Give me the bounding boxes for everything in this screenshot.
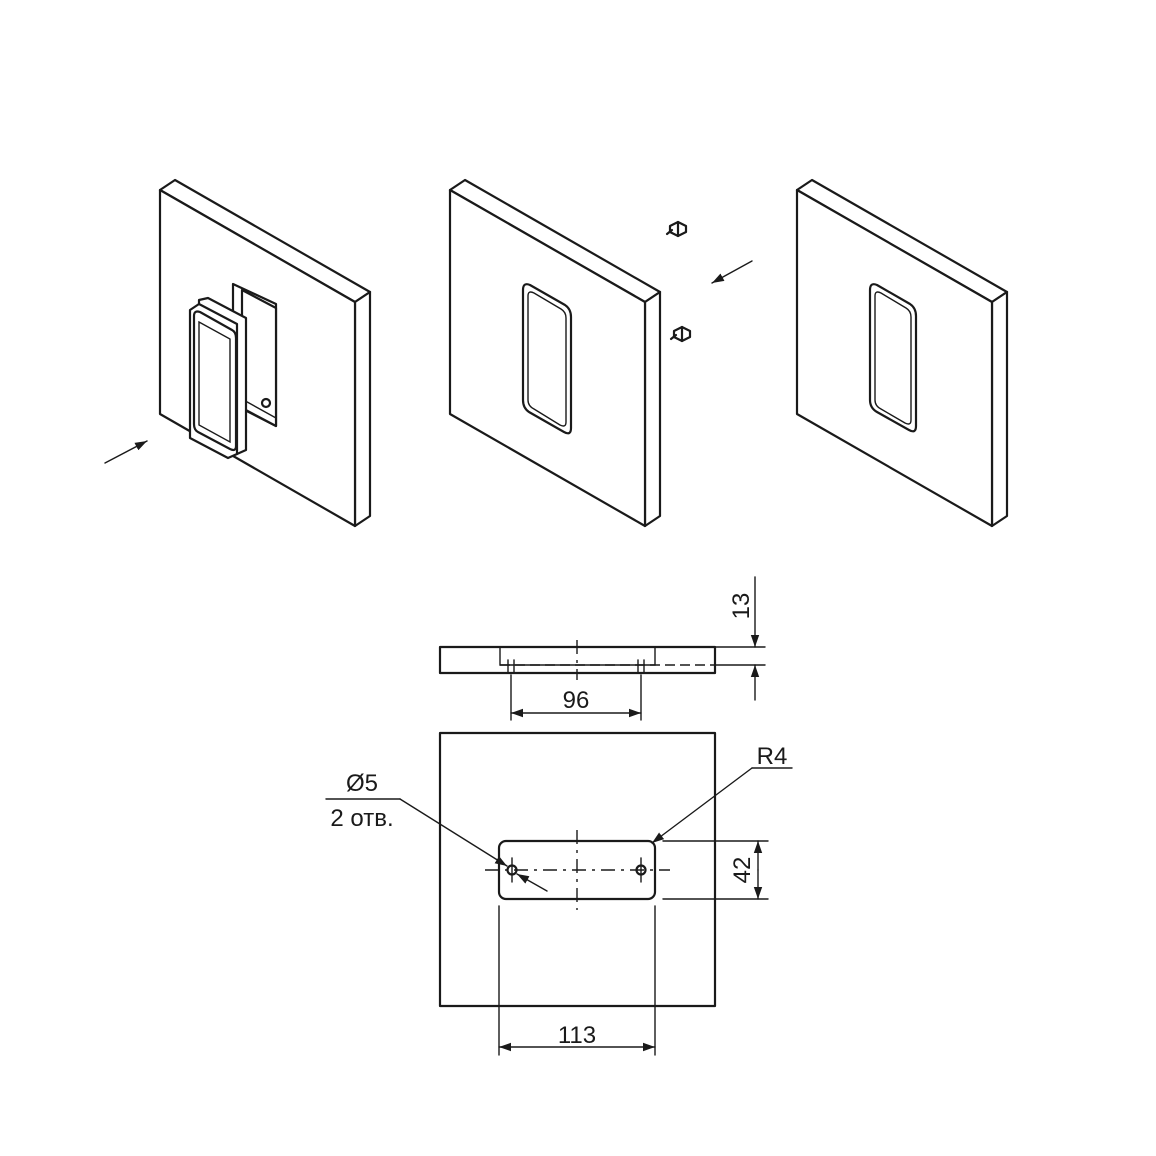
flush-handle: [188, 296, 248, 460]
insertion-arrow: [711, 260, 753, 284]
dim-cutout-height: 42: [729, 857, 756, 884]
iso-plate-with-screws: [448, 178, 753, 528]
dim-cutout-width: 113: [558, 1022, 596, 1049]
cutout-recess: [521, 283, 573, 435]
dim-hole-spacing: 96: [563, 687, 590, 714]
iso-plate-with-handle: [104, 178, 372, 528]
side-view: 13 96: [438, 576, 766, 721]
iso-plate-plain: [795, 178, 1009, 528]
dim-corner-radius: R4: [757, 743, 788, 770]
screw-icon: [665, 220, 688, 238]
screw-icon: [669, 325, 692, 343]
dim-hole-diameter: Ø5: [346, 770, 378, 797]
front-view: Ø5 2 отв. R4 42 113: [325, 731, 793, 1056]
dim-hole-count: 2 отв.: [330, 805, 393, 832]
cutout-recess: [868, 283, 918, 433]
insertion-arrow: [104, 440, 148, 464]
dim-plate-thickness: 13: [728, 593, 755, 620]
